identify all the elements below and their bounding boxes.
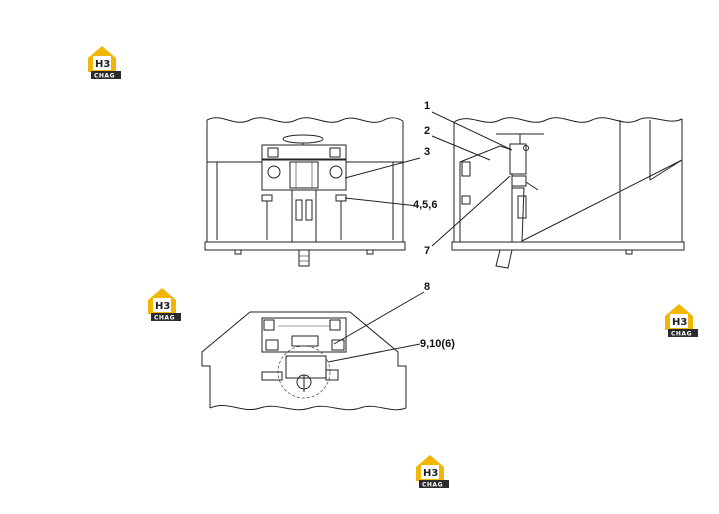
logo-text: CHAG [94, 73, 115, 80]
leader-lines [327, 111, 513, 363]
logo-text: CHAG [154, 315, 175, 322]
brand-logo-bottom: H3 CHAG [416, 455, 449, 489]
logo-text: CHAG [671, 331, 692, 338]
side-view [451, 117, 685, 269]
brand-logo-mid-left: H3 CHAG [148, 288, 181, 322]
callout-2: 2 [424, 125, 430, 137]
top-view [201, 311, 407, 411]
logo-mark-text: H3 [155, 301, 170, 312]
callout-1: 1 [424, 100, 430, 112]
callout-4-5-6: 4,5,6 [413, 199, 437, 211]
front-view [204, 117, 406, 267]
callout-7: 7 [424, 245, 430, 257]
callout-8: 8 [424, 281, 430, 293]
brand-logo-top-left: H3 CHAG [88, 46, 121, 80]
callout-3: 3 [424, 146, 430, 158]
logo-mark-text: H3 [672, 317, 687, 328]
callout-9-10-6: 9,10(6) [420, 338, 455, 350]
brand-logo-mid-right: H3 CHAG [665, 304, 698, 338]
logo-text: CHAG [422, 482, 443, 489]
logo-mark-text: H3 [423, 468, 438, 479]
logo-mark-text: H3 [95, 59, 110, 70]
